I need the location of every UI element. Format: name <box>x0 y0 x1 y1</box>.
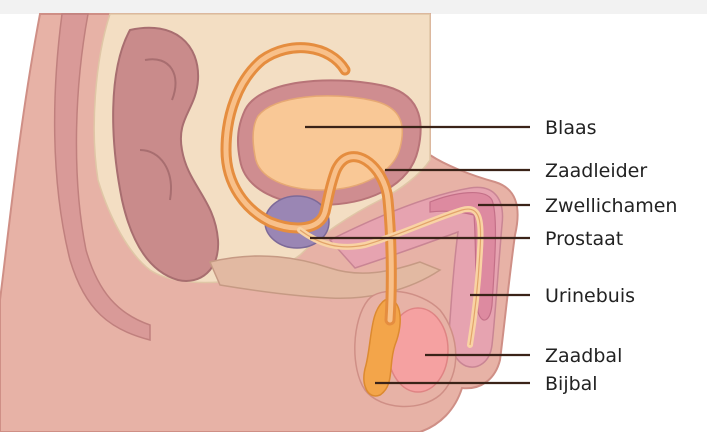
label-blaas: Blaas <box>545 117 597 139</box>
label-zwellichamen: Zwellichamen <box>545 195 677 217</box>
top-strip <box>0 0 707 14</box>
label-bijbal: Bijbal <box>545 373 598 395</box>
label-urinebuis: Urinebuis <box>545 285 635 307</box>
label-zaadbal: Zaadbal <box>545 345 622 367</box>
label-zaadleider: Zaadleider <box>545 160 647 182</box>
label-prostaat: Prostaat <box>545 228 623 250</box>
